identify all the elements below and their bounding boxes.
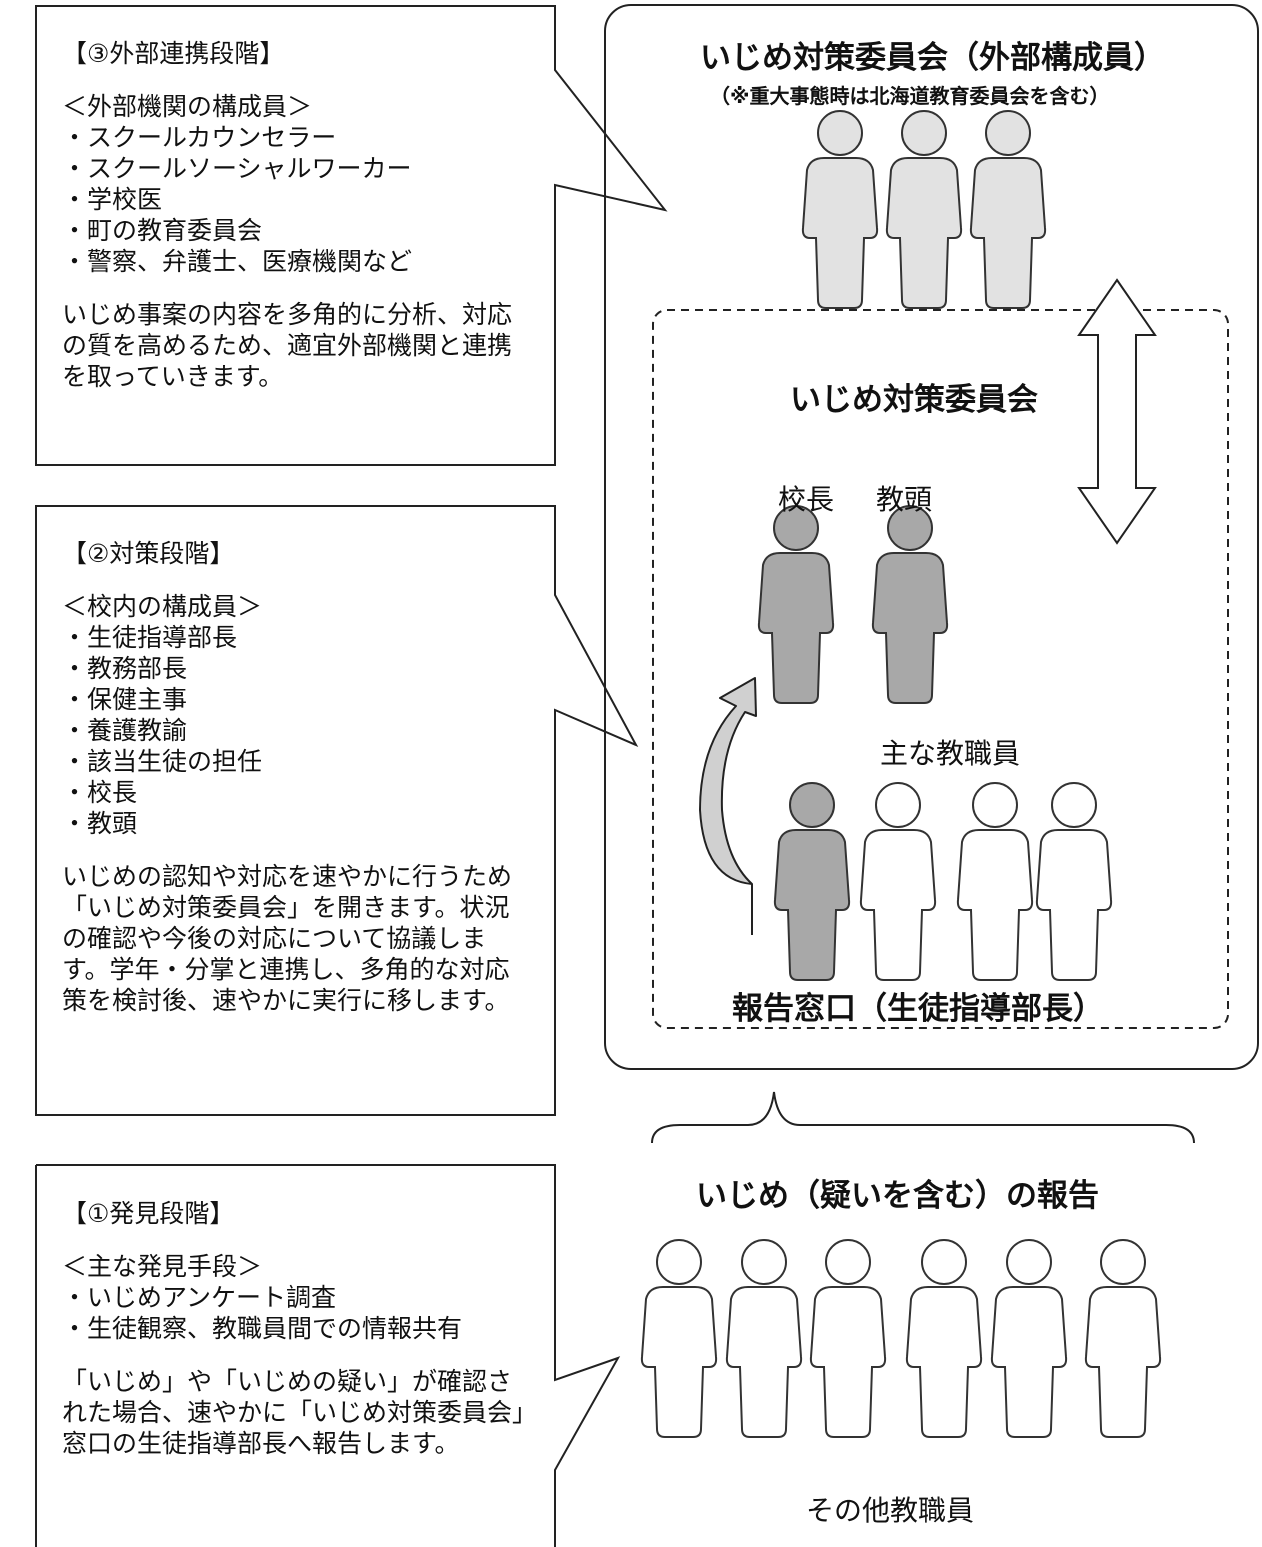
external-member-figure-icon bbox=[801, 110, 879, 309]
stage2-title: 【②対策段階】 bbox=[62, 539, 235, 568]
stage3-callout: 【③外部連携段階】 ＜外部機関の構成員＞ スクールカウンセラー スクールソーシャ… bbox=[62, 38, 512, 392]
stage3-item: 警察、弁護士、医療機関など bbox=[62, 246, 512, 277]
internal-committee-title: いじめ対策委員会 bbox=[790, 382, 1038, 418]
other-staff-figure-icon bbox=[1084, 1239, 1162, 1438]
staff-figure-icon bbox=[956, 782, 1034, 981]
double-arrow-icon bbox=[1077, 278, 1157, 545]
stage2-item: 教務部長 bbox=[62, 653, 512, 684]
report-window-label: 報告窓口（生徒指導部長） bbox=[732, 991, 1104, 1027]
bracket-brace-icon bbox=[651, 1091, 1195, 1144]
stage2-item: 該当生徒の担任 bbox=[62, 746, 512, 777]
external-member-figure-icon bbox=[969, 110, 1047, 309]
stage2-subtitle: ＜校内の構成員＞ bbox=[62, 592, 263, 621]
stage2-description: いじめの認知や対応を速やかに行うため 「いじめ対策委員会」を開きます。状況 の確… bbox=[62, 862, 513, 1015]
stage3-subtitle: ＜外部機関の構成員＞ bbox=[62, 92, 313, 121]
stage1-subtitle: ＜主な発見手段＞ bbox=[62, 1252, 263, 1281]
staff-figure-icon bbox=[859, 782, 937, 981]
stage1-item: いじめアンケート調査 bbox=[62, 1282, 537, 1313]
stage2-item: 養護教諭 bbox=[62, 715, 512, 746]
stage3-item: スクールソーシャルワーカー bbox=[62, 153, 512, 184]
stage3-title: 【③外部連携段階】 bbox=[62, 39, 285, 68]
external-member-figure-icon bbox=[885, 110, 963, 309]
other-staff-figure-icon bbox=[990, 1239, 1068, 1438]
vice-principal-label: 教頭 bbox=[876, 483, 933, 516]
stage2-item: 校長 bbox=[62, 777, 512, 808]
stage3-item: 学校医 bbox=[62, 184, 512, 215]
other-staff-figure-icon bbox=[640, 1239, 718, 1438]
curved-report-arrow-icon bbox=[699, 677, 757, 935]
student-guidance-head-figure-icon bbox=[773, 782, 851, 981]
vice-principal-figure-icon bbox=[871, 505, 949, 704]
report-label: いじめ（疑いを含む）の報告 bbox=[696, 1178, 1099, 1214]
other-staff-figure-icon bbox=[905, 1239, 983, 1438]
main-staff-label: 主な教職員 bbox=[880, 737, 1021, 770]
principal-figure-icon bbox=[757, 505, 835, 704]
stage1-title: 【①発見段階】 bbox=[62, 1199, 235, 1228]
principal-label: 校長 bbox=[778, 483, 835, 516]
stage2-item: 教頭 bbox=[62, 808, 512, 839]
staff-figure-icon bbox=[1035, 782, 1113, 981]
external-committee-title: いじめ対策委員会（外部構成員） bbox=[700, 40, 1165, 76]
external-committee-note: （※重大事態時は北海道教育委員会を含む） bbox=[710, 84, 1110, 108]
internal-committee-dashed-box bbox=[652, 309, 1229, 1029]
stage3-item: スクールカウンセラー bbox=[62, 122, 512, 153]
stage2-callout: 【②対策段階】 ＜校内の構成員＞ 生徒指導部長 教務部長 保健主事 養護教諭 該… bbox=[62, 538, 512, 1016]
committee-frame bbox=[604, 4, 1259, 1070]
stage3-description: いじめ事案の内容を多角的に分析、対応 の質を高めるため、適宜外部機関と連携 を取… bbox=[62, 300, 513, 391]
other-staff-figure-icon bbox=[725, 1239, 803, 1438]
stage1-description: 「いじめ」や「いじめの疑い」が確認さ れた場合、速やかに「いじめ対策委員会」 窓… bbox=[62, 1367, 538, 1458]
stage2-item: 保健主事 bbox=[62, 684, 512, 715]
stage1-callout-box bbox=[35, 1164, 621, 1547]
stage1-item: 生徒観察、教職員間での情報共有 bbox=[62, 1313, 537, 1344]
other-staff-label: その他教職員 bbox=[806, 1494, 975, 1527]
stage3-item: 町の教育委員会 bbox=[62, 215, 512, 246]
stage2-item: 生徒指導部長 bbox=[62, 622, 512, 653]
stage1-callout: 【①発見段階】 ＜主な発見手段＞ いじめアンケート調査 生徒観察、教職員間での情… bbox=[62, 1198, 537, 1459]
other-staff-figure-icon bbox=[809, 1239, 887, 1438]
